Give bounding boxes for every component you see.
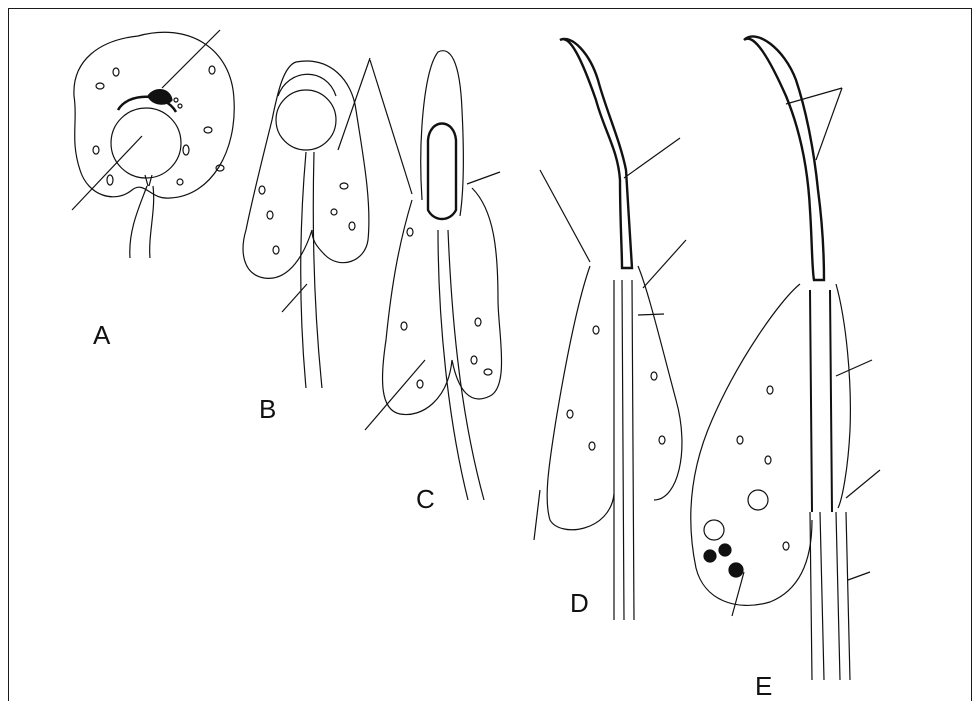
stage-c-pointer-3: [365, 360, 425, 430]
stage-label-e: E: [755, 673, 772, 699]
stage-c-cell-outline: [383, 188, 502, 415]
stage-e-vesicle-2: [704, 520, 724, 540]
stage-e-pointer-1: [786, 88, 842, 104]
stage-label-c: C: [416, 486, 435, 512]
stage-e-dark-body-1: [704, 550, 716, 562]
stage-e-pointer-4: [846, 470, 880, 498]
stage-a-dark-granule: [148, 90, 172, 104]
stage-c-organelles: [401, 228, 492, 388]
stage-d-pointer-1: [540, 170, 590, 262]
stage-a-centriole: [145, 175, 152, 186]
stage-c-pointer-1: [370, 60, 412, 194]
stage-d-pointer-5: [534, 490, 540, 540]
stage-a-drawing: [72, 30, 234, 258]
stage-label-a: A: [93, 322, 110, 348]
stage-e-vesicle-1: [748, 490, 768, 510]
stage-c-drawing: [365, 51, 502, 500]
stage-d-pointer-4: [638, 314, 664, 315]
stage-b-drawing: [243, 58, 370, 388]
stage-a-nucleus: [111, 108, 181, 178]
stage-a-tail: [130, 186, 154, 258]
stage-d-drawing: [534, 39, 686, 620]
stage-e-drawing: [691, 36, 880, 680]
stage-a-pointer-1: [162, 30, 220, 88]
stage-e-pointer-3: [836, 360, 872, 376]
stage-e-head: [744, 36, 824, 280]
stage-e-dark-body-2: [719, 544, 731, 556]
stage-c-nucleus: [428, 124, 456, 220]
stage-d-organelles: [567, 326, 665, 450]
stage-e-organelles: [737, 386, 789, 550]
stage-d-head: [560, 39, 632, 268]
stage-e-pointer-5: [848, 572, 870, 580]
stage-a-cell-outline: [74, 32, 234, 198]
stage-b-tail: [301, 152, 322, 388]
stage-b-acrosome-cap: [278, 74, 336, 96]
stage-c-pointer-2: [467, 172, 500, 184]
stage-e-pointer-6: [732, 572, 744, 616]
stage-a-pointer-2: [72, 136, 142, 210]
stage-d-pointer-3: [643, 240, 686, 288]
stage-b-cell-outline: [243, 61, 369, 278]
stage-e-tail: [810, 512, 850, 680]
stage-b-pointer-2: [282, 284, 307, 312]
stage-b-nucleus: [276, 90, 336, 150]
stage-label-b: B: [259, 396, 276, 422]
stage-c-tail: [438, 230, 484, 500]
stage-e-dark-body-3: [729, 563, 743, 577]
stage-b-pointer-1: [338, 58, 370, 150]
stage-e-midpiece: [810, 290, 832, 512]
stage-d-tail: [614, 280, 634, 620]
stage-label-d: D: [570, 590, 589, 616]
stage-d-pointer-2: [624, 138, 680, 178]
stage-e-pointer-2: [816, 88, 842, 160]
